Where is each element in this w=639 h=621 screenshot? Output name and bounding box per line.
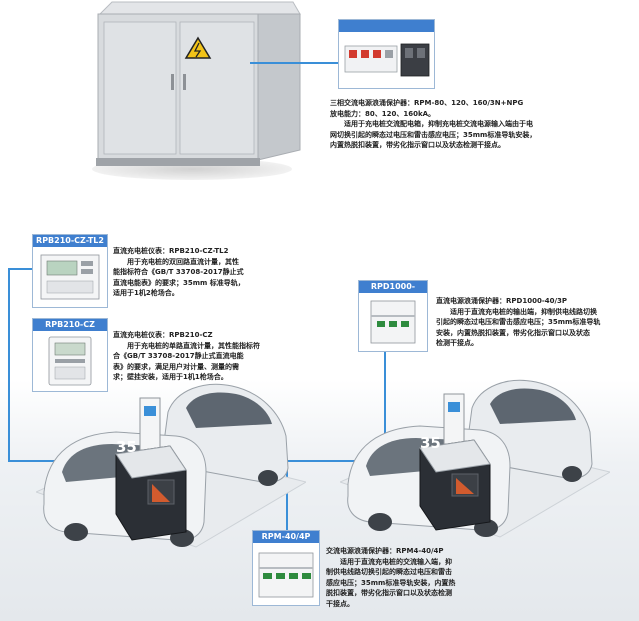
meter-cz-line: 用于充电桩的单路直流计量，其性能指标符: [127, 341, 260, 350]
left-charger-number: 35: [116, 438, 137, 456]
line-left-vertical: [8, 268, 10, 462]
left-parking-scene: [36, 383, 306, 548]
rpm4-line: 感应电压；35mm标准导轨安装，内置热: [326, 578, 456, 587]
rpm4-line: 交流电源浪涌保护器：RPM4-40/4P: [326, 547, 444, 555]
meter-tl2-line: 直流电能表》的要求；35mm 标准导轨，: [113, 278, 245, 287]
rpm4-line: 适用于直流充电桩的交流输入端，抑: [340, 557, 452, 566]
rpm-ac-line: 三相交流电源浪涌保护器：RPM-80、120、160/3N+NPG: [330, 99, 524, 107]
meter-tl2-device-image: [40, 254, 100, 300]
left-charging-pile: [115, 445, 187, 541]
meter-tl2-line: 适用于1机2枪场合。: [113, 289, 179, 297]
rpm-ac-line: 适用于充电桩交流配电箱，抑制充电桩交流电源输入端由于电: [344, 120, 533, 128]
rpd-line: 检测干接点。: [436, 339, 478, 347]
meter-tl2-line: 直流充电桩仪表：RPB210-CZ-TL2: [113, 247, 229, 255]
right-charging-post: [443, 393, 465, 449]
right-parking-scene: [340, 379, 610, 538]
left-charging-post: [139, 397, 161, 455]
line-cabinet-to-rpm: [250, 62, 338, 64]
meter-cz-device-image: [48, 336, 92, 386]
rpm-ac-product-card: [338, 19, 435, 89]
right-charging-pile: [419, 439, 491, 531]
line-to-rpd: [384, 340, 386, 462]
rpm-ac-device-image: [344, 43, 430, 77]
rpm4-tag: RPM-40/4P: [253, 531, 319, 543]
rpm4-description: 交流电源浪涌保护器：RPM4-40/4P 适用于直流充电桩的交流输入端，抑 制供…: [326, 546, 496, 609]
meter-tl2-tag: RPB210-CZ-TL2: [33, 235, 107, 247]
rpm-ac-tag: [339, 20, 434, 32]
line-left-to-meter: [8, 268, 32, 270]
rpd-line: 引起的瞬态过电压和雷击感应电压；35mm标准导轨: [436, 318, 601, 326]
rpd-line: 适用于直流充电桩的输出端，抑制供电线路切换: [450, 307, 597, 316]
rpd-tag: RPD1000-40/3P: [359, 281, 427, 303]
rpd-line: 安装，内置热脱扣装置，带劣化指示窗口以及状态: [436, 328, 590, 337]
rpd-card: RPD1000-40/3P: [358, 280, 428, 352]
meter-tl2-line: 能指标符合《GB/T 33708-2017静止式: [113, 268, 244, 276]
distribution-cabinet: [96, 1, 301, 166]
rpd-description: 直流电源浪涌保护器：RPD1000-40/3P 适用于直流充电桩的输出端，抑制供…: [436, 296, 632, 349]
rpm4-device-image: [258, 552, 314, 598]
right-charger-number: 35: [420, 434, 441, 452]
meter-cz-card: RPB210-CZ: [32, 318, 108, 392]
rpm4-line: 干接点。: [326, 599, 354, 608]
rpm-ac-line: 内置热脱扣装置，带劣化指示窗口以及状态检测干接点。: [330, 141, 505, 149]
meter-cz-line: 直流充电桩仪表：RPB210-CZ: [113, 331, 213, 339]
meter-cz-line: 求；壁挂安装，适用于1机1枪场合。: [113, 373, 228, 381]
rpm4-line: 脱扣装置，带劣化指示窗口以及状态检测: [326, 589, 452, 597]
meter-tl2-line: 用于充电桩的双回路直流计量，其性: [127, 257, 239, 266]
rpm-ac-line: 网切换引起的瞬态过电压和雷击感应电压；35mm标准导轨安装，: [330, 130, 537, 139]
line-to-rpm4: [286, 460, 288, 532]
meter-cz-line: 合《GB/T 33708-2017静止式直流电能: [113, 352, 244, 360]
meter-cz-line: 表》的要求，满足用户对计量、测量的需: [113, 362, 239, 371]
meter-cz-tag: RPB210-CZ: [33, 319, 107, 331]
high-voltage-warning-icon: [184, 36, 212, 59]
meter-tl2-card: RPB210-CZ-TL2: [32, 234, 108, 308]
rpm4-card: RPM-40/4P: [252, 530, 320, 606]
meter-tl2-description: 直流充电桩仪表：RPB210-CZ-TL2 用于充电桩的双回路直流计量，其性 能…: [113, 246, 261, 299]
rpd-device-image: [370, 300, 416, 344]
rpd-line: 直流电源浪涌保护器：RPD1000-40/3P: [436, 297, 568, 305]
rpm-ac-description: 三相交流电源浪涌保护器：RPM-80、120、160/3N+NPG 放电能力：8…: [330, 98, 630, 151]
rpm4-line: 制供电线路切换引起的瞬态过电压和雷击: [326, 568, 452, 576]
meter-cz-description: 直流充电桩仪表：RPB210-CZ 用于充电桩的单路直流计量，其性能指标符 合《…: [113, 330, 273, 383]
rpm-ac-line: 放电能力：80、120、160kA。: [330, 109, 436, 118]
